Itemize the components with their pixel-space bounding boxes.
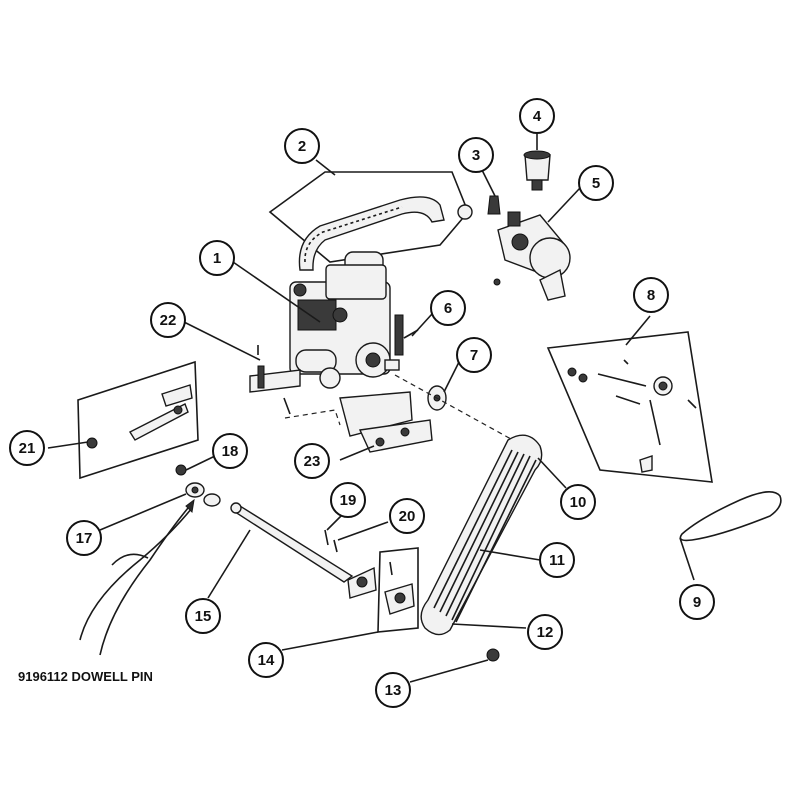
callout-label: 15: [195, 608, 212, 625]
callout-20: 20: [389, 498, 425, 534]
callout-12: 12: [527, 614, 563, 650]
callout-circle: [527, 614, 563, 650]
idler-kit-part: [546, 331, 713, 483]
callout-10: 10: [560, 484, 596, 520]
bearing-assembly-part: [347, 547, 419, 633]
callout-circle: [66, 520, 102, 556]
dowell-pin-note: 9196112 DOWELL PIN: [18, 669, 153, 684]
callout-circle: [284, 128, 320, 164]
callout-label: 9: [693, 594, 701, 611]
callout-circle: [212, 433, 248, 469]
main-belt-part: [420, 434, 543, 636]
callout-13: 13: [375, 672, 411, 708]
callout-circle: [458, 137, 494, 173]
callout-label: 3: [472, 147, 480, 164]
callout-4: 4: [519, 98, 555, 134]
callout-circle: [560, 484, 596, 520]
callout-circle: [185, 598, 221, 634]
callout-22: 22: [150, 302, 186, 338]
callout-21: 21: [9, 430, 45, 466]
callout-circle: [578, 165, 614, 201]
callout-label: 21: [19, 440, 36, 457]
cap-part: [523, 150, 551, 191]
callout-17: 17: [66, 520, 102, 556]
callout-circle: [294, 443, 330, 479]
callout-label: 18: [222, 443, 239, 460]
callout-label: 5: [592, 175, 600, 192]
callout-circle: [330, 482, 366, 518]
callout-23: 23: [294, 443, 330, 479]
callout-label: 12: [537, 624, 554, 641]
callout-circle: [375, 672, 411, 708]
callout-circle: [389, 498, 425, 534]
small-belt-part: [679, 491, 782, 542]
callout-label: 23: [304, 453, 321, 470]
callout-circle: [519, 98, 555, 134]
callout-circle: [248, 642, 284, 678]
callout-3: 3: [458, 137, 494, 173]
callout-18: 18: [212, 433, 248, 469]
callout-label: 1: [213, 250, 221, 267]
callout-label: 13: [385, 682, 402, 699]
callout-label: 11: [549, 552, 565, 569]
callout-2: 2: [284, 128, 320, 164]
callout-circle: [633, 277, 669, 313]
callout-label: 20: [399, 508, 416, 525]
callout-7: 7: [456, 337, 492, 373]
callout-circle: [456, 337, 492, 373]
pins-part: [324, 529, 338, 553]
callout-label: 7: [470, 347, 478, 364]
callout-9: 9: [679, 584, 715, 620]
washer-bolt-part: [175, 464, 221, 507]
nut-part: [486, 648, 500, 662]
callout-11: 11: [539, 542, 575, 578]
shaft-kit-part: [77, 360, 199, 480]
callout-8: 8: [633, 277, 669, 313]
callout-circle: [430, 290, 466, 326]
fitting-part: [457, 195, 501, 220]
dowell-pin-arrows: [79, 498, 195, 656]
callout-15: 15: [185, 598, 221, 634]
callout-5: 5: [578, 165, 614, 201]
callout-circle: [679, 584, 715, 620]
callout-label: 10: [570, 494, 587, 511]
air-cleaner-part: [493, 211, 571, 301]
callout-19: 19: [330, 482, 366, 518]
callout-label: 14: [258, 652, 275, 669]
callout-label: 4: [533, 108, 542, 125]
callout-6: 6: [430, 290, 466, 326]
leader-lines: [47, 134, 695, 683]
callout-label: 8: [647, 287, 655, 304]
shaft-part: [230, 502, 354, 583]
callout-14: 14: [248, 642, 284, 678]
callout-label: 6: [444, 300, 452, 317]
callout-label: 2: [298, 138, 306, 155]
callout-circle: [150, 302, 186, 338]
callout-label: 19: [340, 492, 357, 509]
engine-block: [289, 251, 404, 389]
callout-circle: [539, 542, 575, 578]
callout-1: 1: [199, 240, 235, 276]
callout-label: 17: [76, 530, 93, 547]
callout-label: 22: [160, 312, 177, 329]
mount-brackets: [249, 345, 433, 453]
callout-circle: [9, 430, 45, 466]
callout-circle: [199, 240, 235, 276]
